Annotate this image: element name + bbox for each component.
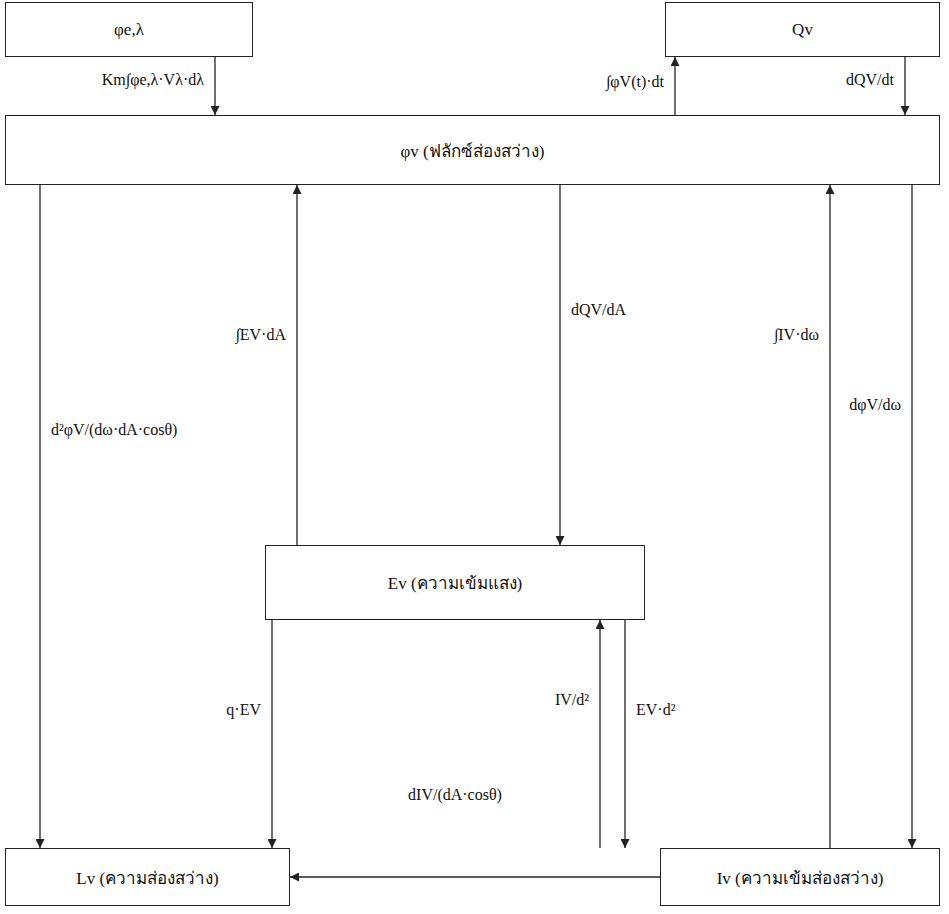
box-label: φe,λ <box>104 16 154 44</box>
flow-arrow <box>290 876 660 877</box>
formula-label: ∫EV·dA <box>232 325 289 345</box>
flow-arrow <box>214 57 215 115</box>
flow-arrow <box>271 620 272 848</box>
quantity-box: Ev (ความเข้มแสง) <box>265 545 645 620</box>
flow-arrow <box>559 185 560 545</box>
quantity-box: Lv (ความส่องสว่าง) <box>5 848 290 906</box>
formula-label: dQV/dA <box>568 300 629 320</box>
quantity-box: Iv (ความเข้มส่องสว่าง) <box>660 848 940 906</box>
box-label: Ev (ความเข้มแสง) <box>378 565 532 600</box>
flow-arrow <box>599 620 600 848</box>
quantity-box: Qv <box>665 2 940 57</box>
formula-label: ∫IV·dω <box>771 325 822 345</box>
quantity-box: φv (ฟลักซ์ส่องสว่าง) <box>5 115 940 185</box>
flow-arrow <box>904 57 905 115</box>
formula-label: EV·d² <box>633 700 678 720</box>
formula-label: d²φV/(dω·dA·cosθ) <box>48 420 180 440</box>
formula-label: q·EV <box>223 700 264 720</box>
formula-label: dQV/dt <box>843 70 897 90</box>
flow-arrow <box>39 185 40 848</box>
flow-arrow <box>296 185 297 545</box>
flow-arrow <box>624 620 625 848</box>
box-label: Lv (ความส่องสว่าง) <box>66 860 228 895</box>
box-label: Iv (ความเข้มส่องสว่าง) <box>707 860 894 895</box>
box-label: φv (ฟลักซ์ส่องสว่าง) <box>391 133 555 168</box>
formula-label: ∫φV(t)·dt <box>603 72 667 92</box>
flow-arrow <box>829 185 830 848</box>
formula-label: Km∫φe,λ·Vλ·dλ <box>99 70 207 90</box>
box-label: Qv <box>782 16 823 44</box>
formula-label: IV/d² <box>552 690 592 710</box>
flow-arrow <box>911 185 912 848</box>
formula-label: dIV/(dA·cosθ) <box>405 785 505 805</box>
formula-label: dφV/dω <box>846 395 904 415</box>
quantity-box: φe,λ <box>5 2 253 57</box>
flow-arrow <box>674 57 675 115</box>
